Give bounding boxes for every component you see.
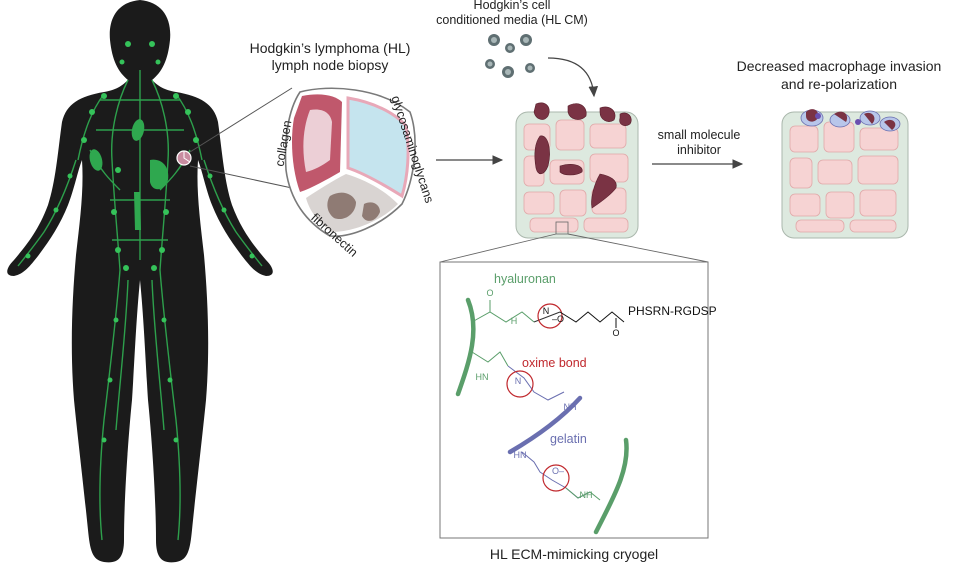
chem-hn-mid: HN bbox=[475, 372, 489, 382]
biopsy-zoom-lines bbox=[189, 87, 293, 189]
chem-n-mid: N bbox=[514, 376, 522, 386]
oxime-bond-label: oxime bond bbox=[522, 356, 587, 370]
glycosaminoglycans-region bbox=[346, 96, 410, 199]
result-title-line1: Decreased macrophage invasion bbox=[736, 58, 942, 74]
chem-nh-low: NH bbox=[579, 490, 593, 500]
peptide-label: PHSRN-RGDSP bbox=[628, 304, 717, 318]
chemistry-zoom-lines bbox=[439, 233, 709, 263]
chem-n-top: N bbox=[542, 306, 550, 316]
biopsy-site-icon bbox=[176, 150, 192, 166]
chem-o-low: O– bbox=[551, 466, 564, 476]
biopsy-title-line2: lymph node biopsy bbox=[271, 57, 389, 73]
chem-o-top: O bbox=[486, 288, 494, 298]
result-title-line2: and re-polarization bbox=[781, 76, 897, 92]
gelatin-label: gelatin bbox=[550, 432, 587, 446]
chem-o-top2: –O bbox=[551, 314, 564, 324]
result-cryogel bbox=[781, 109, 909, 239]
cryogel-caption: HL ECM-mimicking cryogel bbox=[489, 546, 659, 562]
inhibitor-label-line2: inhibitor bbox=[677, 143, 721, 157]
hl-cm-cells bbox=[485, 34, 535, 78]
biopsy-tissue-section bbox=[284, 87, 416, 237]
cm-title-line2: conditioned media (HL CM) bbox=[436, 13, 588, 27]
chemistry-panel bbox=[439, 261, 709, 539]
lymph-node-dots bbox=[25, 41, 255, 443]
organs bbox=[89, 119, 169, 230]
arrow-cm-to-cryogel bbox=[547, 57, 599, 98]
hyaluronan-label: hyaluronan bbox=[494, 272, 556, 286]
human-body-silhouette bbox=[7, 0, 273, 563]
cryogel-with-macrophages bbox=[515, 102, 639, 239]
inhibitor-label-line1: small molecule bbox=[657, 128, 741, 142]
lymphatic-network bbox=[17, 70, 263, 541]
chem-nh-mid: NH bbox=[563, 402, 577, 412]
biopsy-title-line1: Hodgkin’s lymphoma (HL) bbox=[249, 40, 411, 56]
chem-o-ketone: O bbox=[612, 328, 620, 338]
cm-title-line1: Hodgkin’s cell bbox=[473, 0, 551, 12]
chem-nh-top: H bbox=[510, 316, 518, 326]
chem-hn-low: HN bbox=[513, 450, 527, 460]
